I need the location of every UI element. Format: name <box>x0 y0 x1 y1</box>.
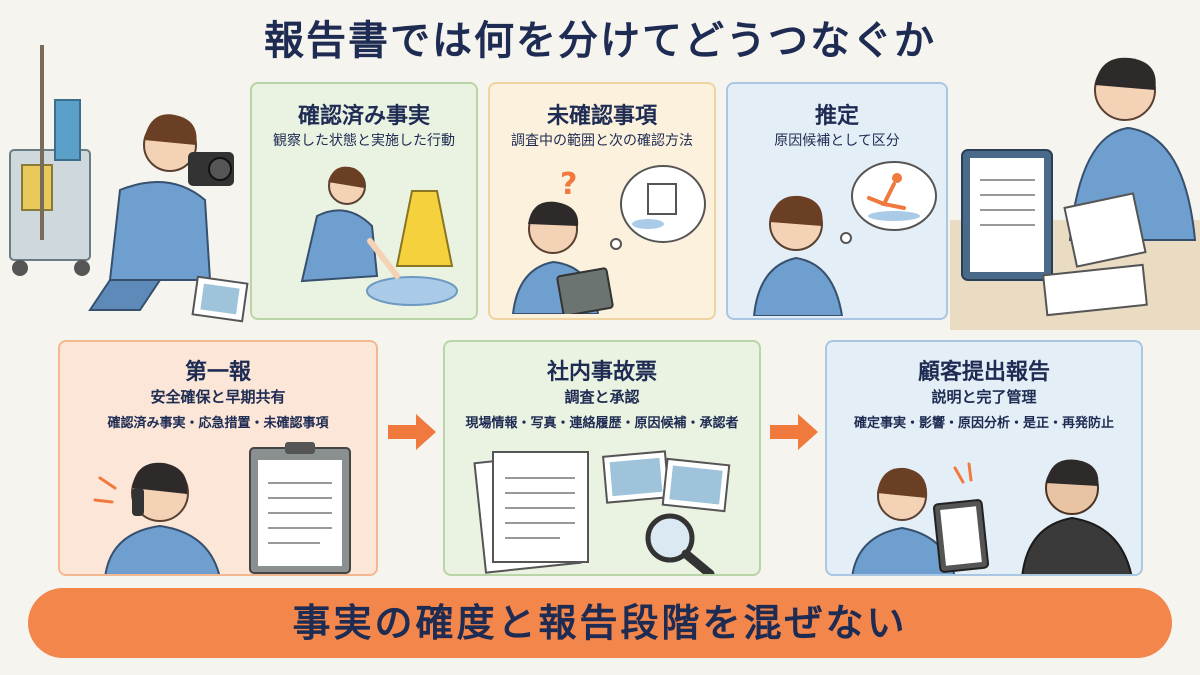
stage-title: 第一報 <box>184 360 251 385</box>
thinking-worker-clipboard-illustration: ? <box>511 165 706 314</box>
stage-customer-report: 顧客提出報告 説明と完了管理 確定事実・影響・原因分析・是正・再発防止 <box>825 340 1143 576</box>
card-subtitle: 調査中の範囲と次の確認方法 <box>511 133 693 149</box>
flow-arrow-1 <box>388 414 436 450</box>
stage-first-report: 第一報 安全確保と早期共有 確認済み事実・応急措置・未確認事項 <box>58 340 378 576</box>
reviewer-documents-illustration <box>950 57 1200 330</box>
card-title: 確認済み事実 <box>297 104 430 129</box>
inspecting-worker-illustration <box>300 166 458 306</box>
documents-photos-magnifier-illustration <box>473 450 731 574</box>
stage-subtitle: 調査と承認 <box>564 388 640 406</box>
card-confirmed-facts: 確認済み事実 観察した状態と実施した行動 <box>250 82 478 320</box>
stage-contents: 現場情報・写真・連絡履歴・原因候補・承認者 <box>465 416 739 431</box>
stage-internal-incident-form: 社内事故票 調査と承認 現場情報・写真・連絡履歴・原因候補・承認者 <box>443 340 761 576</box>
thinking-worker-slip-illustration <box>752 161 937 316</box>
stage-subtitle: 安全確保と早期共有 <box>150 388 286 406</box>
stage-contents: 確認済み事実・応急措置・未確認事項 <box>107 416 329 431</box>
card-title: 推定 <box>814 104 859 129</box>
stage-subtitle: 説明と完了管理 <box>931 388 1037 406</box>
card-subtitle: 観察した状態と実施した行動 <box>273 133 455 149</box>
card-title: 未確認事項 <box>546 104 657 129</box>
worker-camera-illustration <box>9 45 249 323</box>
explaining-to-customer-illustration <box>851 459 1133 574</box>
phone-call-worker-illustration <box>93 442 351 574</box>
stage-title: 顧客提出報告 <box>917 360 1050 385</box>
flow-arrow-2 <box>770 414 818 450</box>
stage-title: 社内事故票 <box>546 360 657 385</box>
page-title: 報告書では何を分けてどうつなぐか <box>264 18 936 64</box>
card-subtitle: 原因候補として区分 <box>774 133 900 149</box>
stage-contents: 確定事実・影響・原因分析・是正・再発防止 <box>853 416 1114 431</box>
card-unconfirmed-items: 未確認事項 調査中の範囲と次の確認方法 ? <box>488 82 716 320</box>
bottom-banner: 事実の確度と報告段階を混ぜない <box>28 588 1172 658</box>
card-presumption: 推定 原因候補として区分 <box>726 82 948 320</box>
question-mark-icon: ? <box>560 167 577 202</box>
